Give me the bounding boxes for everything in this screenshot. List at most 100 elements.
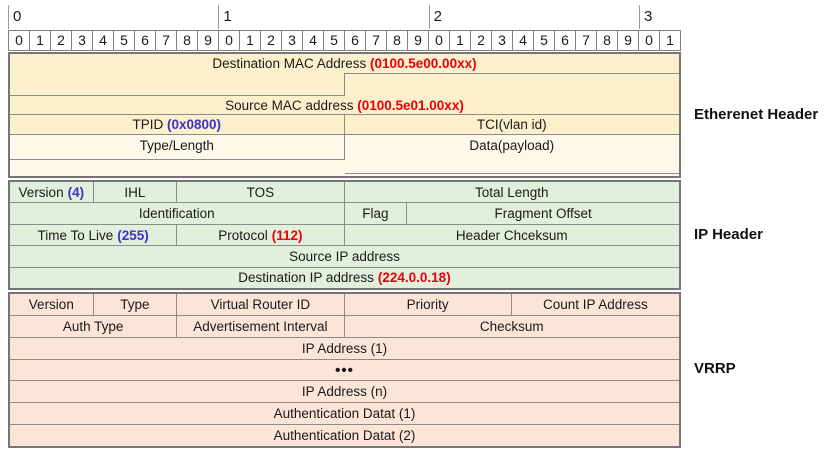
ruler-bit-cell: 6 bbox=[134, 30, 156, 51]
field-version: Version(4) bbox=[10, 182, 94, 203]
field-label: Source MAC address bbox=[225, 98, 354, 113]
ruler-bit-cell: 2 bbox=[470, 30, 492, 51]
field-version: Version bbox=[10, 294, 94, 315]
field-label: Virtual Router ID bbox=[210, 296, 311, 312]
field-ihl: IHL bbox=[94, 182, 178, 203]
ruler-bit-cell: 5 bbox=[533, 30, 555, 51]
ruler-tens-mark: 2 bbox=[428, 5, 442, 29]
ruler-bit-cell: 7 bbox=[365, 30, 387, 51]
ruler-bit-cell: 2 bbox=[260, 30, 282, 51]
ethernet-header-section: Destination MAC Address (0100.5e00.00xx)… bbox=[8, 52, 681, 178]
field-label: Data(payload) bbox=[469, 138, 555, 153]
ruler-bit-cell: 5 bbox=[323, 30, 345, 51]
field-label: Type/Length bbox=[139, 138, 214, 153]
field-label: ••• bbox=[335, 361, 354, 379]
field-label: Total Length bbox=[474, 184, 549, 200]
field-tci: TCI(vlan id) bbox=[344, 115, 679, 135]
field-label: Source IP address bbox=[289, 248, 400, 264]
field-data-payload: Data(payload) bbox=[344, 135, 679, 174]
field-label: Flag bbox=[362, 206, 389, 222]
field-label: Type bbox=[120, 296, 150, 312]
field-checksum: Checksum bbox=[345, 316, 680, 337]
field-label: Authentication Datat (1) bbox=[273, 406, 416, 422]
field-label: Version bbox=[28, 296, 74, 312]
ruler-bit-cell: 3 bbox=[491, 30, 513, 51]
ruler-tens-mark: 3 bbox=[638, 5, 652, 29]
field-label: Header Chceksum bbox=[455, 227, 568, 243]
field-label: IP Address (n) bbox=[301, 384, 388, 400]
field-value: (112) bbox=[271, 227, 303, 243]
field-label: TCI(vlan id) bbox=[476, 117, 547, 132]
field-type-length: Type/Length bbox=[10, 135, 345, 160]
field-tos: TOS bbox=[177, 182, 345, 203]
field-ip-address-n: IP Address (n) bbox=[10, 381, 679, 402]
field-advertisement-interval: Advertisement Interval bbox=[177, 315, 345, 337]
ruler-bit-cell: 8 bbox=[386, 30, 408, 51]
field-dots: ••• bbox=[10, 360, 679, 381]
field-destination-mac-address: Destination MAC Address (0100.5e00.00xx) bbox=[10, 54, 679, 73]
ruler-bit-cell: 2 bbox=[50, 30, 72, 51]
field-ip-address-1: IP Address (1) bbox=[10, 338, 679, 359]
field-type: Type bbox=[94, 294, 178, 315]
ruler-bit-cell: 0 bbox=[8, 30, 30, 51]
ruler-bit-cell: 3 bbox=[71, 30, 93, 51]
field-label: TOS bbox=[246, 184, 275, 200]
field-flag: Flag bbox=[345, 203, 408, 224]
ruler-bit-cell: 1 bbox=[29, 30, 51, 51]
packet-row: Destination IP address(224.0.0.18) bbox=[10, 268, 679, 288]
packet-row: Source IP address bbox=[10, 246, 679, 268]
ruler-bit-cell: 0 bbox=[218, 30, 240, 51]
field-label: Fragment Offset bbox=[494, 206, 592, 222]
ruler-tens-mark: 0 bbox=[8, 5, 21, 29]
field-fragment-offset: Fragment Offset bbox=[407, 203, 679, 223]
field-label: Authentication Datat (2) bbox=[273, 428, 416, 444]
packet-row: ••• bbox=[10, 360, 679, 382]
field-label: Destination MAC Address bbox=[212, 56, 367, 71]
section-label-ip: IP Header bbox=[694, 226, 763, 243]
ruler-bit-cell: 9 bbox=[407, 30, 429, 51]
field-count-ip-address: Count IP Address bbox=[512, 294, 679, 315]
ruler-bit-cell: 6 bbox=[554, 30, 576, 51]
ruler-bit-cell: 7 bbox=[155, 30, 177, 51]
field-value: (0100.5e00.00xx) bbox=[370, 56, 477, 71]
field-label: Version bbox=[18, 184, 64, 200]
field-source-mac-address: Source MAC address (0100.5e01.00xx) bbox=[10, 96, 679, 115]
packet-row: Authentication Datat (2) bbox=[10, 425, 679, 446]
field-tpid: TPID (0x0800) bbox=[10, 115, 345, 135]
field-protocol: Protocol(112) bbox=[177, 224, 345, 246]
ruler-bit-cell: 9 bbox=[617, 30, 639, 51]
ruler-bit-cell: 1 bbox=[449, 30, 471, 51]
field-value: (4) bbox=[67, 184, 85, 200]
ruler-bit-cell: 8 bbox=[596, 30, 618, 51]
field-authentication-datat-1: Authentication Datat (1) bbox=[10, 403, 679, 424]
packet-row: Time To Live(255)Protocol(112)Header Chc… bbox=[10, 224, 680, 247]
field-value: (0100.5e01.00xx) bbox=[357, 98, 464, 113]
ruler-bit-cell: 6 bbox=[344, 30, 366, 51]
field-label: Identification bbox=[138, 206, 215, 222]
ruler-bit-cell: 4 bbox=[512, 30, 534, 51]
field-authentication-datat-2: Authentication Datat (2) bbox=[10, 425, 679, 446]
ruler-bit-cell: 4 bbox=[92, 30, 114, 51]
field-destination-ip-address: Destination IP address(224.0.0.18) bbox=[10, 268, 679, 288]
packet-row: Identification Flag Fragment Offset bbox=[10, 203, 679, 225]
field-label: Protocol bbox=[218, 227, 268, 243]
ruler-bit-cell: 1 bbox=[659, 30, 681, 51]
ruler-bit-cell: 4 bbox=[302, 30, 324, 51]
field-label: Auth Type bbox=[62, 318, 124, 334]
bit-ruler-tens-row: 0 1 2 3 bbox=[8, 4, 681, 29]
field-header-chceksum: Header Chceksum bbox=[345, 225, 680, 245]
field-auth-type: Auth Type bbox=[10, 315, 178, 337]
ruler-tens-mark: 1 bbox=[218, 5, 232, 29]
field-time-to-live: Time To Live(255) bbox=[10, 224, 178, 246]
ruler-bit-cell: 0 bbox=[428, 30, 450, 51]
field-total-length: Total Length bbox=[345, 182, 680, 202]
ruler-bit-cell: 9 bbox=[197, 30, 219, 51]
section-label-ethernet: Etherenet Header bbox=[694, 106, 819, 123]
